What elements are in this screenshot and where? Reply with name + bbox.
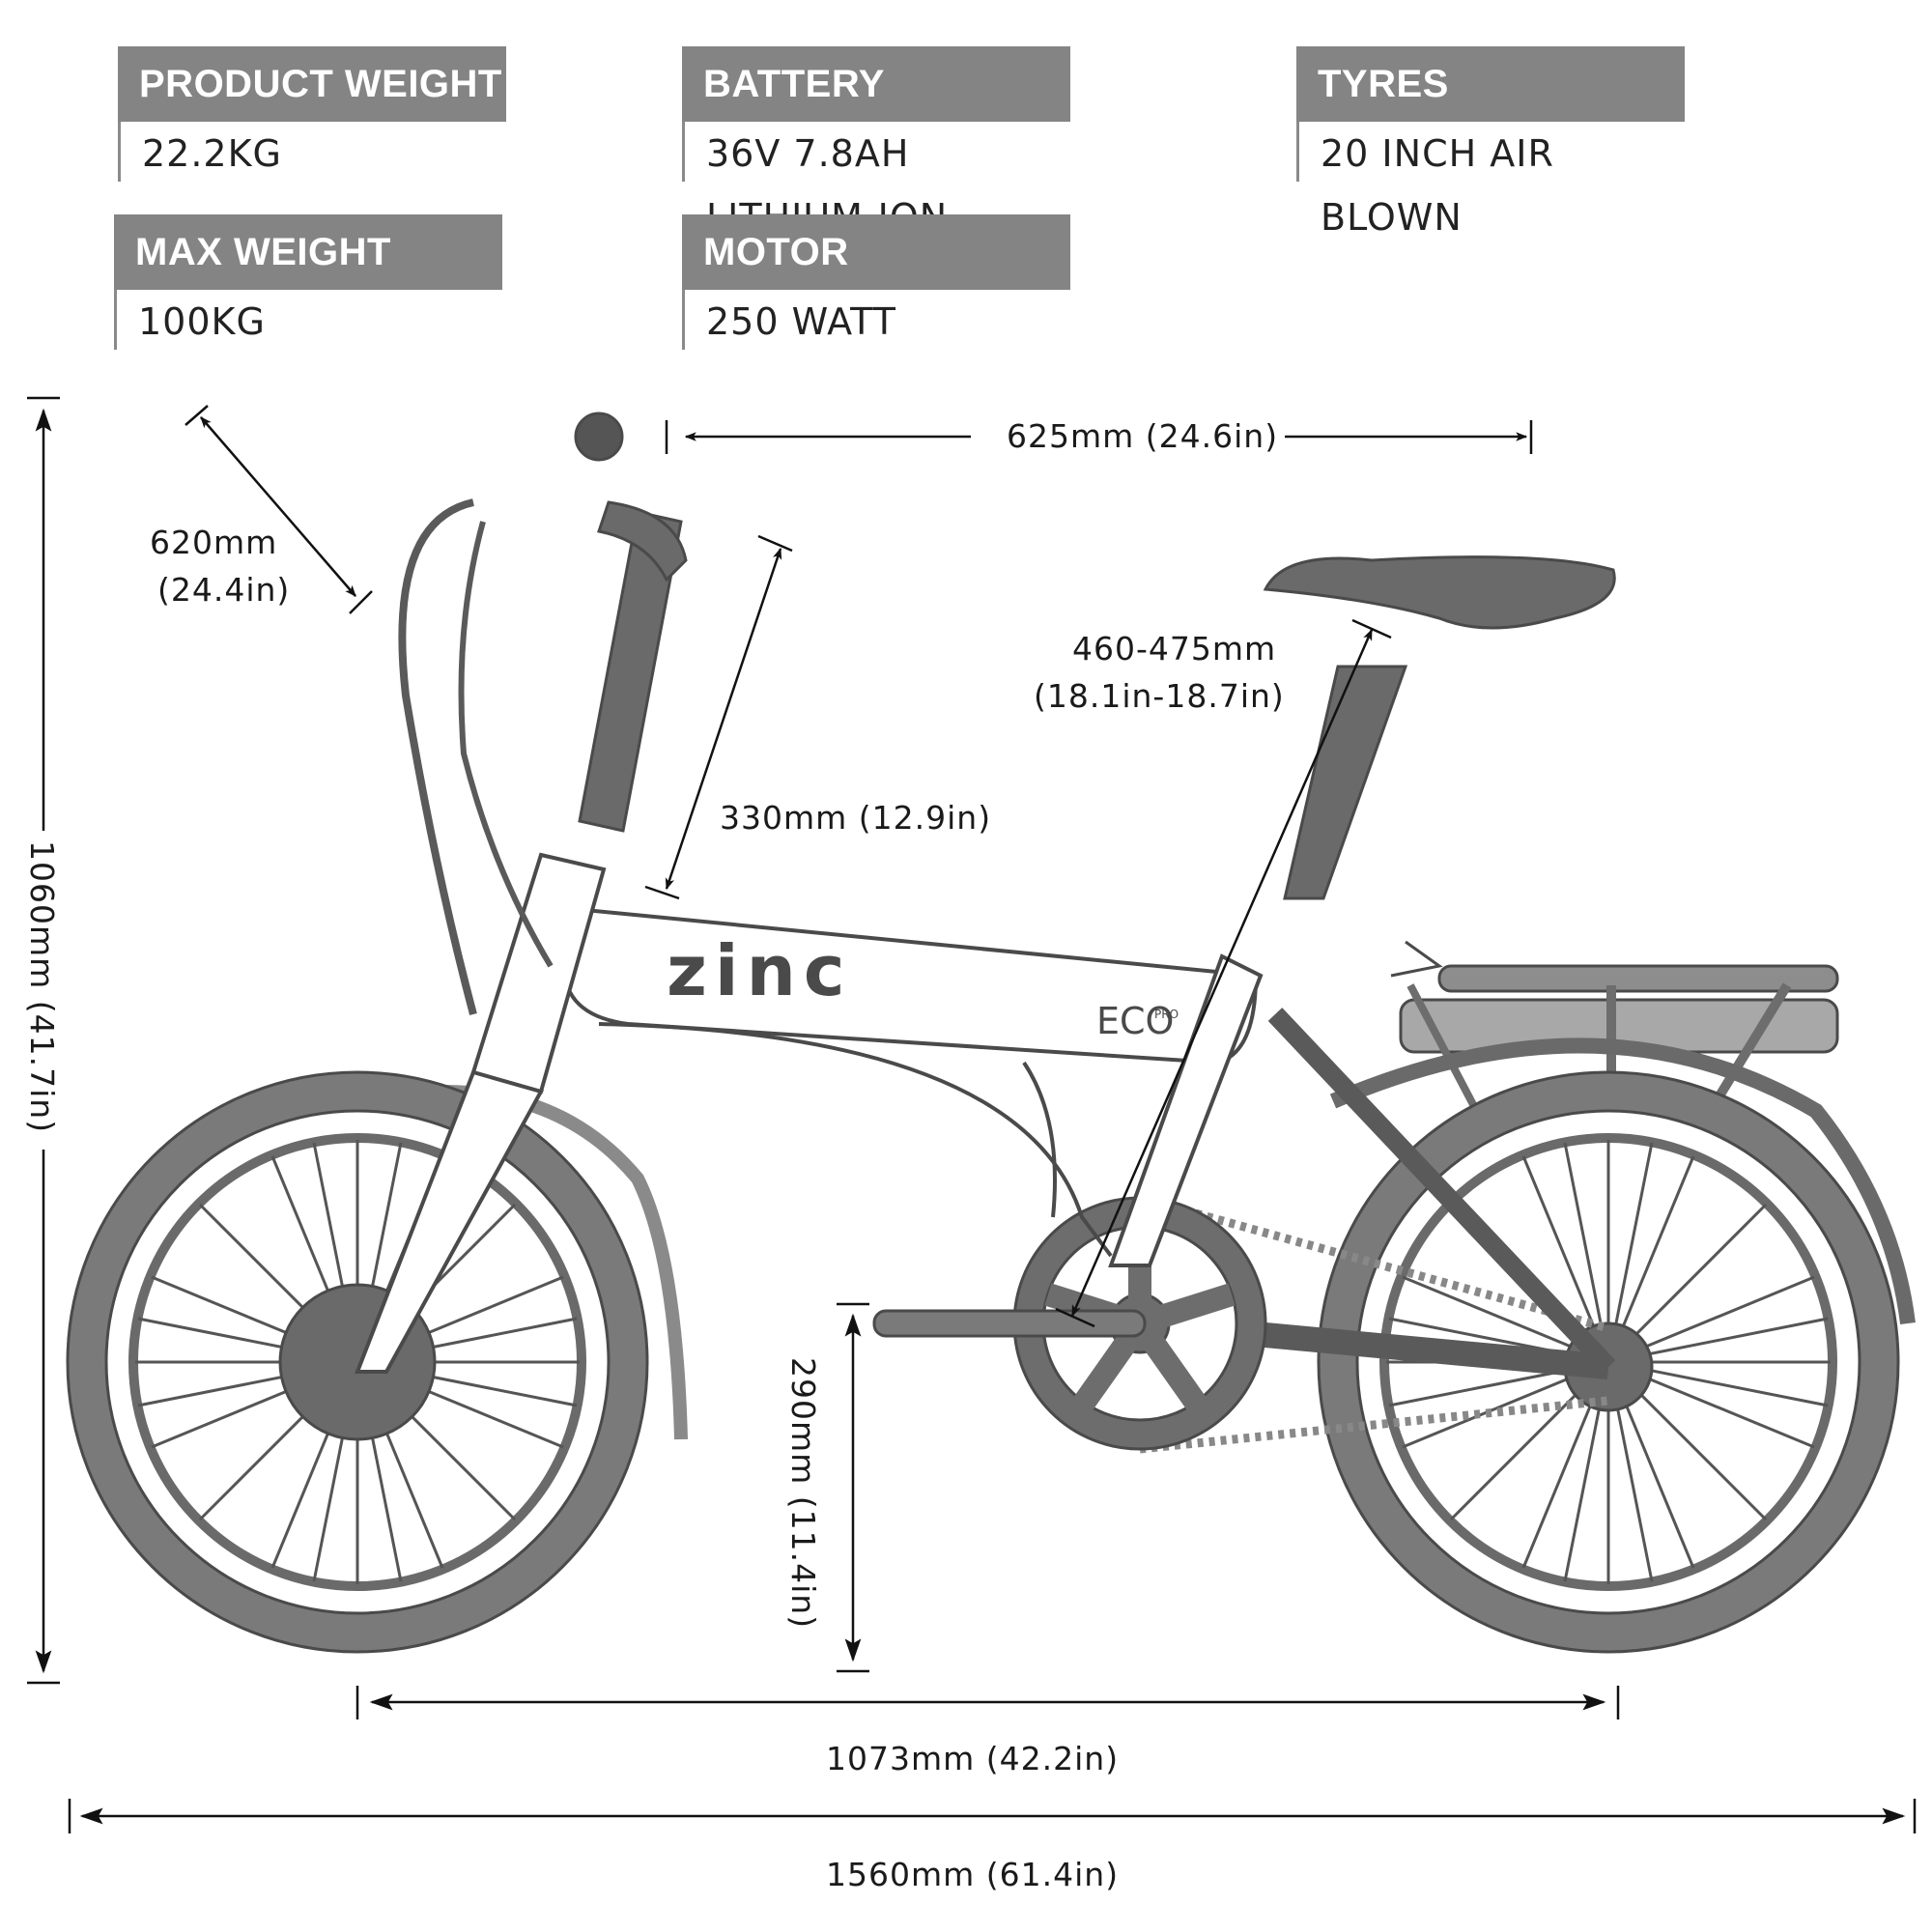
fork bbox=[355, 1069, 544, 1374]
seat-label-in: (18.1in-18.7in) bbox=[1034, 677, 1285, 715]
grip bbox=[574, 412, 624, 462]
spec-label: TYRES bbox=[1296, 46, 1685, 122]
seat-arrow bbox=[1070, 628, 1374, 1318]
stem-label: 330mm (12.9in) bbox=[720, 799, 991, 837]
wheelbase-label: 1073mm (42.2in) bbox=[826, 1740, 1119, 1777]
spec-tyres: TYRES 20 INCH AIR BLOWN bbox=[1296, 46, 1685, 239]
saddle bbox=[1263, 555, 1616, 630]
spec-label: BATTERY bbox=[682, 46, 1070, 122]
handlebar-label-in: (24.4in) bbox=[157, 571, 290, 609]
handlebar-arrow bbox=[200, 416, 356, 597]
eco-badge: ECO bbox=[1096, 1000, 1174, 1042]
spec-value: 20 INCH AIR BLOWN bbox=[1296, 122, 1685, 239]
eco-badge-sub: PRO bbox=[1154, 1008, 1179, 1021]
stem-arrow bbox=[665, 547, 782, 891]
height-label: 1060mm (41.7in) bbox=[23, 840, 61, 1133]
crank-arm bbox=[872, 1309, 1147, 1338]
spec-value: 100KG bbox=[114, 290, 502, 350]
rear-fender bbox=[1329, 1037, 1916, 1324]
spec-label: MAX WEIGHT bbox=[114, 214, 502, 290]
bike-illustration bbox=[66, 412, 1916, 1654]
brake-cable bbox=[398, 498, 477, 1016]
spec-label: MOTOR bbox=[682, 214, 1070, 290]
bb-height-label: 290mm (11.4in) bbox=[784, 1357, 822, 1629]
seat-label-mm: 460-475mm bbox=[1072, 630, 1276, 668]
reach-label: 625mm (24.6in) bbox=[1007, 417, 1278, 455]
spec-value: 22.2KG bbox=[118, 122, 506, 182]
spec-battery: BATTERY 36V 7.8AH LITHIUM-ION bbox=[682, 46, 1070, 239]
chain bbox=[1138, 1193, 1610, 1454]
spec-motor: MOTOR 250 WATT bbox=[682, 214, 1070, 350]
frame-lower bbox=[598, 1022, 1113, 1258]
length-label: 1560mm (61.4in) bbox=[826, 1856, 1119, 1893]
handlebar-label-mm: 620mm bbox=[150, 524, 277, 561]
seat-post bbox=[1283, 665, 1408, 900]
spec-product-weight: PRODUCT WEIGHT 22.2KG bbox=[118, 46, 506, 182]
spec-value: 250 WATT bbox=[682, 290, 1070, 350]
spec-max-weight: MAX WEIGHT 100KG bbox=[114, 214, 502, 350]
spec-label: PRODUCT WEIGHT bbox=[118, 46, 506, 122]
front-wheel bbox=[66, 1070, 649, 1654]
brand-logo: zinc bbox=[667, 930, 853, 1011]
